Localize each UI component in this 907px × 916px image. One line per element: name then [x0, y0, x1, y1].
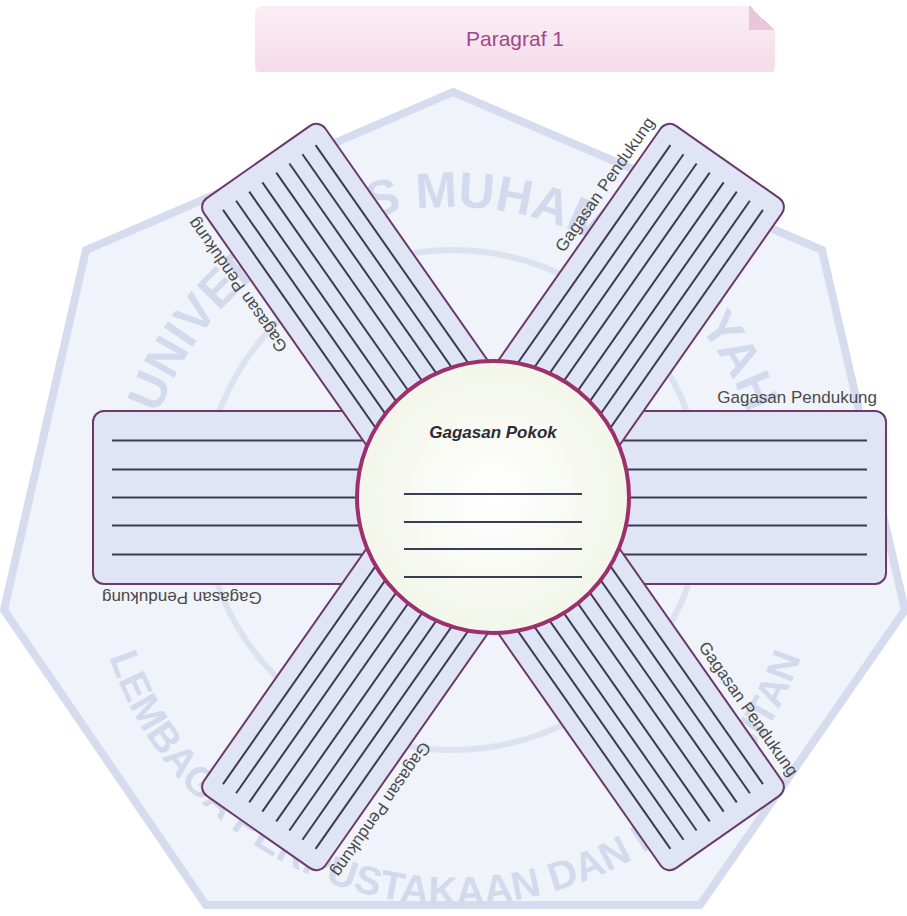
writing-line — [404, 521, 582, 523]
writing-line — [461, 522, 684, 840]
supporting-idea-label: Gagasan Pendukung — [102, 587, 262, 607]
writing-line — [495, 524, 867, 526]
writing-line — [495, 468, 867, 470]
writing-line — [540, 466, 763, 784]
writing-line — [527, 475, 750, 793]
writing-line — [495, 439, 867, 441]
writing-line — [112, 468, 491, 470]
writing-line — [112, 553, 491, 555]
writing-line — [501, 494, 724, 812]
title-text: Paragraf 1 — [255, 6, 775, 72]
writing-line — [474, 513, 697, 831]
writing-line — [112, 439, 491, 441]
writing-line — [448, 145, 671, 463]
writing-line — [316, 531, 539, 849]
supporting-idea-label: Gagasan Pendukung — [717, 388, 877, 408]
title-tab: Paragraf 1 — [255, 6, 775, 72]
writing-line — [404, 493, 582, 495]
writing-line — [112, 496, 491, 498]
writing-line — [112, 524, 491, 526]
writing-line — [495, 553, 867, 555]
writing-line — [448, 531, 671, 849]
main-idea-circle: Gagasan Pokok — [355, 359, 631, 635]
tab-fold — [749, 6, 775, 30]
writing-line — [316, 145, 539, 463]
writing-line — [404, 576, 582, 578]
writing-line — [495, 496, 867, 498]
main-idea-heading: Gagasan Pokok — [359, 423, 627, 443]
writing-line — [404, 548, 582, 550]
writing-line — [487, 504, 710, 822]
watermark-heptagon — [4, 92, 905, 905]
